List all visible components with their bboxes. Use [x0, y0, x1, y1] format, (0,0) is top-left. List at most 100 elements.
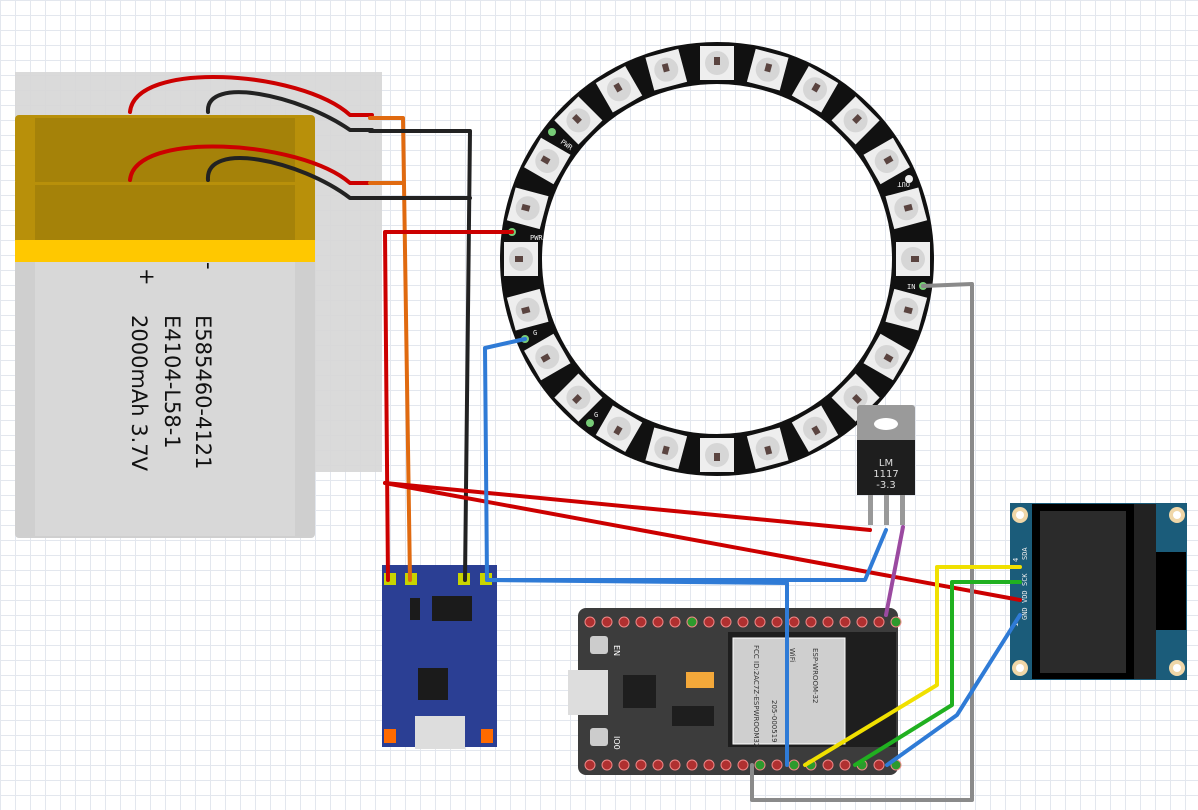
- green-sck-wire[interactable]: [853, 580, 1022, 767]
- neopixel-led: [700, 438, 734, 472]
- esp-pin-bottom[interactable]: [720, 759, 732, 771]
- esp-pin-bottom[interactable]: [669, 759, 681, 771]
- purple-wire[interactable]: [884, 525, 905, 617]
- esp-pin-bottom[interactable]: [822, 759, 834, 771]
- esp-pin-top[interactable]: [720, 616, 732, 628]
- neopixel-led: [506, 288, 549, 331]
- red-power-wire[interactable]: [383, 230, 514, 582]
- esp-pin-top[interactable]: [635, 616, 647, 628]
- esp-pin-bottom[interactable]: [737, 759, 749, 771]
- neopixel-led: [885, 288, 928, 331]
- battery-label-1: E585460-4121: [191, 315, 215, 469]
- esp-pin-bottom[interactable]: [601, 759, 613, 771]
- esp-pin-top[interactable]: [873, 616, 885, 628]
- ring-pin-gnd-label: G: [533, 329, 537, 337]
- neopixel-led: [746, 427, 789, 470]
- regulator-label-1: LM: [879, 458, 893, 469]
- yellow-sda-wire[interactable]: [803, 565, 1022, 767]
- neopixel-led: [524, 137, 571, 185]
- esp-pin-top[interactable]: [805, 616, 817, 628]
- red-regulator-wire[interactable]: [383, 481, 872, 532]
- battery-minus-label: -: [197, 262, 221, 270]
- black-wire[interactable]: [368, 129, 472, 582]
- battery-pack[interactable]: + - E585460-4121 E4104-L58-1 2000mAh 3.7…: [15, 72, 382, 538]
- tp4056-charger-module[interactable]: [382, 565, 497, 749]
- neopixel-led: [645, 48, 688, 91]
- ring-pin-out[interactable]: [905, 175, 913, 183]
- orange-wire[interactable]: [368, 116, 412, 582]
- esp-pin-top[interactable]: [754, 616, 766, 628]
- battery2-red-wire[interactable]: [128, 144, 374, 185]
- esp-pin-top[interactable]: [890, 616, 902, 628]
- esp-pin-top[interactable]: [839, 616, 851, 628]
- esp-pin-top[interactable]: [601, 616, 613, 628]
- neopixel-led: [746, 48, 789, 91]
- esp-pin-top[interactable]: [822, 616, 834, 628]
- neopixel-led: [863, 333, 910, 381]
- esp-pin-bottom[interactable]: [703, 759, 715, 771]
- battery-label-3: 2000mAh 3.7V: [127, 315, 151, 472]
- esp-pin-bottom[interactable]: [652, 759, 664, 771]
- oled-pin-sck-label: SCK: [1021, 573, 1029, 586]
- neopixel-led: [896, 242, 930, 276]
- esp-pin-bottom[interactable]: [754, 759, 766, 771]
- io0-button: [590, 728, 608, 746]
- ring-pin-gnd2[interactable]: [586, 419, 594, 427]
- en-button: [590, 636, 608, 654]
- esp-pin-bottom[interactable]: [839, 759, 851, 771]
- esp-cert-label: 205-000519: [770, 700, 778, 743]
- oled-display[interactable]: SDA SCK VDD GND 4 1: [1010, 503, 1187, 680]
- esp-pin-bottom[interactable]: [618, 759, 630, 771]
- wires: [128, 74, 1022, 802]
- esp-pin-top[interactable]: [737, 616, 749, 628]
- neopixel-led: [885, 187, 928, 230]
- neopixel-led: [645, 427, 688, 470]
- blue-oled-gnd-wire[interactable]: [885, 613, 1022, 767]
- neopixel-led: [504, 242, 538, 276]
- esp-pin-top[interactable]: [584, 616, 596, 628]
- esp-module-label: ESP-WROOM-32: [811, 648, 819, 703]
- battery1-red-wire[interactable]: [128, 74, 374, 117]
- battery2-black-wire[interactable]: [205, 156, 374, 200]
- esp-pin-top[interactable]: [686, 616, 698, 628]
- esp-pin-bottom[interactable]: [635, 759, 647, 771]
- esp-pin-top[interactable]: [703, 616, 715, 628]
- esp-pin-bottom[interactable]: [873, 759, 885, 771]
- esp-pin-top[interactable]: [788, 616, 800, 628]
- esp-pin-top[interactable]: [856, 616, 868, 628]
- neopixel-led: [791, 405, 839, 452]
- regulator-label-3: -3.3: [876, 480, 896, 491]
- esp-pin-bottom[interactable]: [686, 759, 698, 771]
- micro-usb-port: [568, 670, 608, 715]
- battery1-black-wire[interactable]: [205, 90, 374, 132]
- gray-data-wire[interactable]: [750, 282, 974, 802]
- esp-pin-top[interactable]: [618, 616, 630, 628]
- neopixel-led: [524, 333, 571, 381]
- esp-pin-bottom[interactable]: [771, 759, 783, 771]
- esp-pin-top[interactable]: [669, 616, 681, 628]
- oled-pin-4-label: 4: [1012, 558, 1020, 562]
- oled-pin-gnd-label: GND: [1021, 607, 1029, 620]
- esp-wifi-logo: WiFi: [788, 648, 796, 662]
- regulator-label-2: 1117: [873, 469, 898, 480]
- ring-pin-pwr2[interactable]: [548, 128, 556, 136]
- esp-pin-top[interactable]: [652, 616, 664, 628]
- oled-pin-vdd-label: VDD: [1021, 590, 1029, 603]
- neopixel-led: [595, 66, 643, 113]
- io0-label: IO0: [612, 736, 621, 750]
- voltage-regulator[interactable]: LM 1117 -3.3: [857, 405, 915, 525]
- esp-pin-bottom[interactable]: [584, 759, 596, 771]
- esp-pin-bottom[interactable]: [788, 759, 800, 771]
- neopixel-led: [700, 46, 734, 80]
- neopixel-led: [595, 405, 643, 452]
- ring-pin-gnd2-label: G: [594, 411, 598, 419]
- neopixel-led: [863, 137, 910, 185]
- esp32-devkit-board[interactable]: ESP-WROOM-32 WiFi 205-000519 FCC ID:2AC7…: [568, 608, 902, 775]
- red-vdd-wire[interactable]: [383, 481, 1022, 602]
- neopixel-led: [554, 373, 603, 422]
- oled-pin-sda-label: SDA: [1021, 547, 1029, 560]
- esp-pin-top[interactable]: [771, 616, 783, 628]
- blue-esp-wire[interactable]: [485, 578, 789, 767]
